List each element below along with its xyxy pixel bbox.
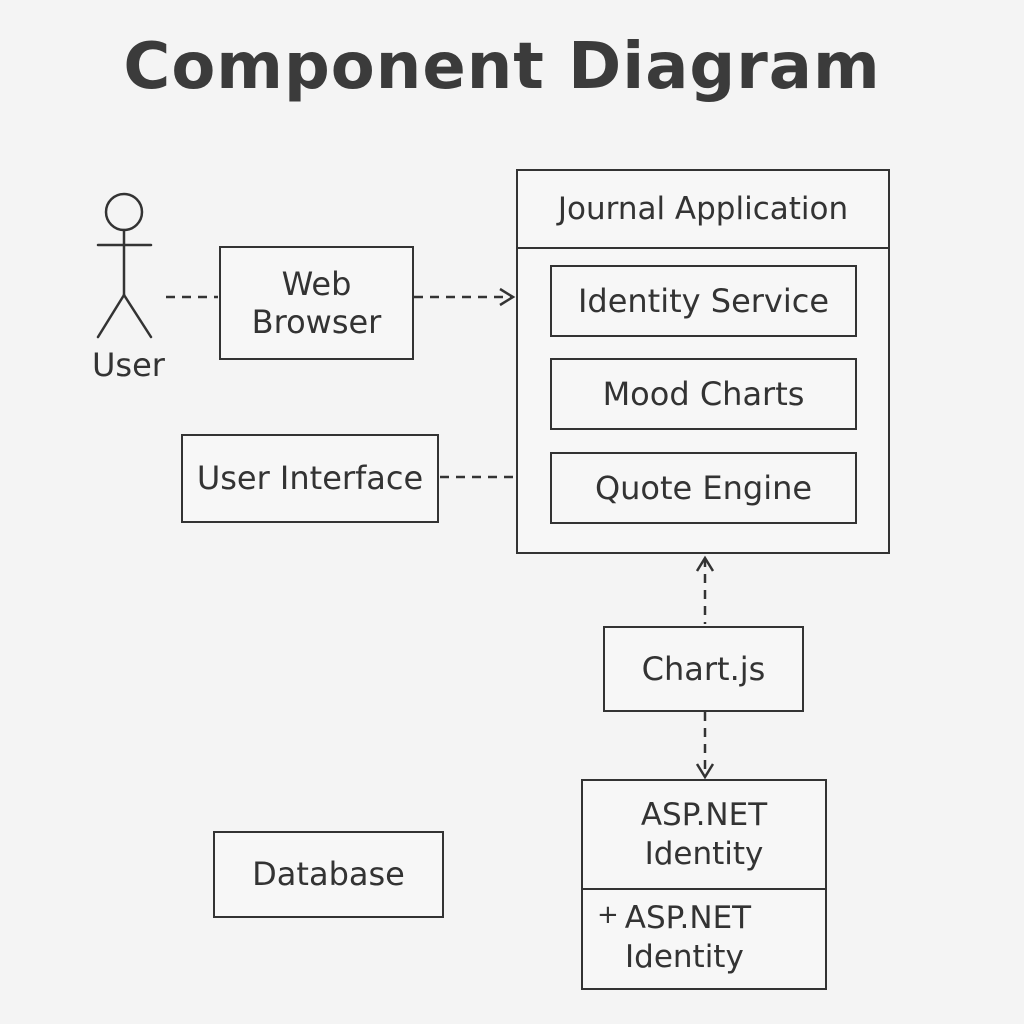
web-browser-label-line1: Web [281, 264, 352, 303]
chartjs-box: Chart.js [603, 626, 804, 712]
web-browser-label-line2: Browser [251, 303, 382, 341]
user-interface-label: User Interface [196, 459, 424, 498]
actor-user-label: User [92, 346, 165, 384]
connector-browser-journal [414, 287, 516, 307]
database-label: Database [252, 855, 405, 894]
aspnet-identity-title-line1: ASP.NET [640, 796, 768, 833]
aspnet-identity-member: +ASP.NET Identity [597, 899, 751, 977]
journal-application-title: Journal Application [518, 171, 888, 249]
database-box: Database [213, 831, 444, 918]
chartjs-label: Chart.js [641, 649, 766, 688]
web-browser-box: Web Browser [219, 246, 414, 360]
identity-service-label: Identity Service [577, 281, 830, 320]
connector-chartjs-aspnet [695, 712, 715, 780]
user-interface-box: User Interface [181, 434, 439, 523]
quote-engine-label: Quote Engine [594, 468, 813, 507]
quote-engine-component: Quote Engine [550, 452, 857, 524]
user-actor-icon [96, 192, 153, 339]
diagram-title: Component Diagram [123, 30, 881, 104]
aspnet-identity-header: ASP.NET Identity [583, 781, 825, 890]
mood-charts-component: Mood Charts [550, 358, 857, 430]
aspnet-identity-member-line2: Identity [625, 938, 744, 975]
aspnet-identity-member-line1: ASP.NET [624, 900, 752, 936]
aspnet-identity-title-line2: Identity [644, 835, 764, 872]
aspnet-identity-box: ASP.NET Identity +ASP.NET Identity [581, 779, 827, 990]
identity-service-component: Identity Service [550, 265, 857, 337]
connector-chartjs-journal [695, 555, 715, 624]
aspnet-identity-member-prefix: + [597, 900, 619, 930]
mood-charts-label: Mood Charts [602, 374, 805, 413]
